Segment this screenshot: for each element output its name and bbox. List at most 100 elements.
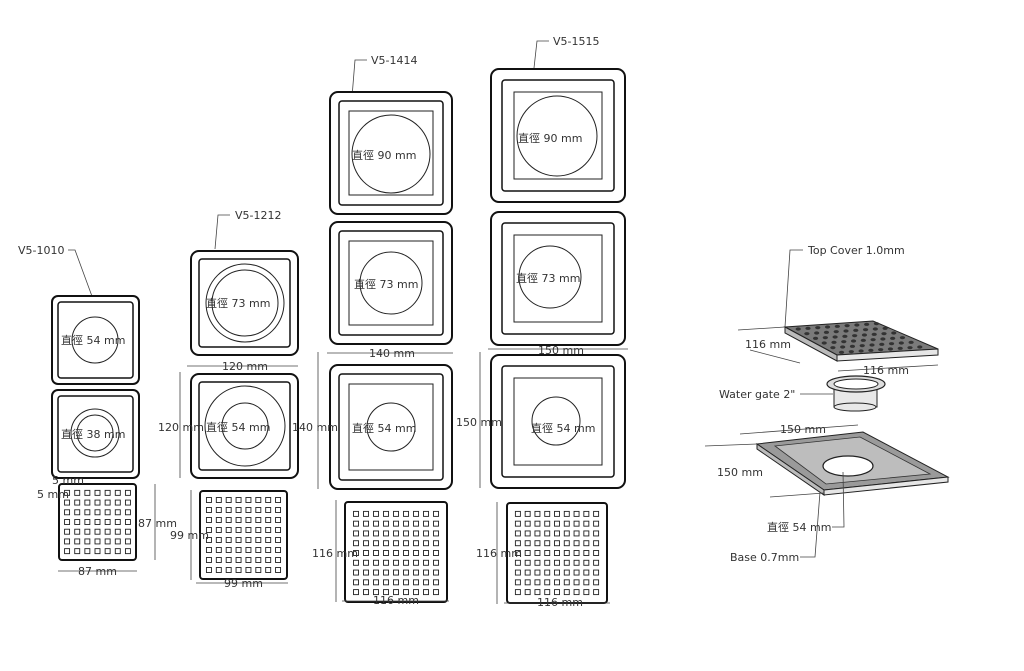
grate-hole bbox=[84, 528, 91, 535]
leader-line bbox=[533, 40, 549, 69]
grate-hole bbox=[215, 507, 222, 513]
grate-hole bbox=[235, 557, 242, 563]
grate-hole bbox=[124, 499, 131, 506]
grate-hole bbox=[393, 510, 399, 517]
cover-hole bbox=[833, 330, 839, 334]
diameter-label: 直徑 54 mm bbox=[352, 421, 416, 435]
cover-hole bbox=[897, 346, 903, 350]
cover-hole bbox=[822, 336, 828, 340]
grate-hole bbox=[514, 579, 521, 586]
grate-hole bbox=[245, 507, 252, 513]
grate-hole bbox=[563, 589, 570, 596]
grate-hole bbox=[423, 530, 429, 537]
grate-hole bbox=[225, 527, 232, 533]
cover-hole bbox=[844, 324, 850, 328]
grate-hole bbox=[573, 579, 580, 586]
grate-hole bbox=[94, 528, 101, 535]
grate-hole bbox=[544, 559, 551, 566]
grate-hole bbox=[423, 589, 429, 596]
frame-unit: 直徑 54 mm bbox=[490, 354, 626, 489]
cover-hole bbox=[849, 344, 856, 348]
cover-hole bbox=[834, 324, 840, 328]
grate-hole bbox=[74, 509, 81, 516]
grate-hole bbox=[373, 569, 379, 576]
grate-hole bbox=[554, 540, 560, 547]
grate-hole bbox=[94, 499, 101, 506]
grate-hole bbox=[593, 540, 600, 547]
grate bbox=[58, 483, 137, 561]
cover-hole bbox=[880, 337, 886, 341]
grate-hole bbox=[215, 557, 222, 563]
cover-hole bbox=[898, 341, 904, 345]
grate-hole bbox=[534, 589, 541, 596]
grate-hole bbox=[275, 507, 282, 513]
model-label: V5-1010 bbox=[18, 244, 65, 257]
frame-width-label: 120 mm bbox=[222, 360, 268, 373]
grate bbox=[199, 490, 288, 580]
grate-hole bbox=[225, 547, 232, 553]
frame-unit: 直徑 38 mm bbox=[51, 389, 140, 479]
grate-hole bbox=[104, 499, 111, 506]
grate-hole bbox=[255, 497, 262, 503]
grate-hole bbox=[64, 509, 71, 516]
grate-hole bbox=[593, 569, 600, 576]
grate-hole bbox=[245, 497, 252, 503]
diameter-label: 直徑 73 mm bbox=[516, 271, 580, 285]
grate-hole bbox=[554, 579, 560, 586]
grate-hole bbox=[353, 579, 359, 586]
grate-hole bbox=[74, 499, 81, 506]
grate-hole bbox=[265, 497, 272, 503]
grate-hole bbox=[423, 510, 429, 517]
grate-hole bbox=[593, 550, 600, 556]
cover-hole bbox=[861, 333, 868, 337]
grate-hole bbox=[114, 548, 121, 555]
diameter-label: 直徑 54 mm bbox=[531, 421, 595, 435]
grate-hole bbox=[544, 569, 551, 576]
frame-unit: 直徑 73 mm bbox=[329, 221, 453, 345]
grate-hole bbox=[114, 499, 121, 506]
cover-hole bbox=[821, 341, 827, 345]
grate-hole bbox=[235, 567, 242, 573]
cover-hole bbox=[840, 345, 846, 349]
grate-hole bbox=[255, 507, 262, 513]
cover-hole bbox=[831, 340, 837, 344]
grate-hole bbox=[64, 548, 71, 555]
grate-hole bbox=[383, 589, 389, 596]
grate-hole bbox=[265, 527, 272, 533]
grate-hole bbox=[235, 537, 242, 543]
grate-hole bbox=[383, 530, 389, 537]
grate-hole bbox=[124, 519, 131, 525]
grate-hole bbox=[554, 559, 560, 566]
cover-hole bbox=[832, 335, 838, 339]
diameter-label: 直徑 73 mm bbox=[354, 277, 418, 291]
grate-hole bbox=[245, 517, 252, 523]
grate-hole bbox=[554, 510, 560, 517]
grate bbox=[506, 502, 608, 604]
cover-hole bbox=[804, 332, 810, 336]
grate-hole bbox=[534, 550, 541, 556]
cover-hole bbox=[907, 346, 913, 350]
grate-hole bbox=[94, 509, 101, 516]
grate-hole bbox=[114, 528, 121, 535]
cover-hole bbox=[814, 331, 820, 335]
cover-hole bbox=[869, 343, 875, 347]
grate-hole bbox=[235, 517, 242, 523]
grate-hole bbox=[514, 550, 521, 556]
model-v5-1212: V5-1212 直徑 73 mm 120 mm 直徑 54 mm 120 mm … bbox=[158, 209, 299, 590]
grate-hole bbox=[583, 589, 590, 596]
grate-hole bbox=[534, 520, 541, 527]
grate-hole bbox=[225, 517, 232, 523]
grate-hole bbox=[524, 540, 531, 547]
grate-hole bbox=[524, 510, 531, 517]
grate-hole bbox=[225, 497, 232, 503]
grate-hole bbox=[433, 569, 439, 576]
grate-hole bbox=[114, 538, 121, 545]
grate-height-label: 116 mm bbox=[312, 547, 358, 560]
grate-height-label: 116 mm bbox=[476, 547, 522, 560]
grate-hole bbox=[583, 559, 590, 566]
grate-hole bbox=[205, 507, 212, 513]
grate-hole bbox=[225, 537, 232, 543]
grate-hole bbox=[593, 510, 600, 517]
grate-hole bbox=[514, 559, 521, 566]
